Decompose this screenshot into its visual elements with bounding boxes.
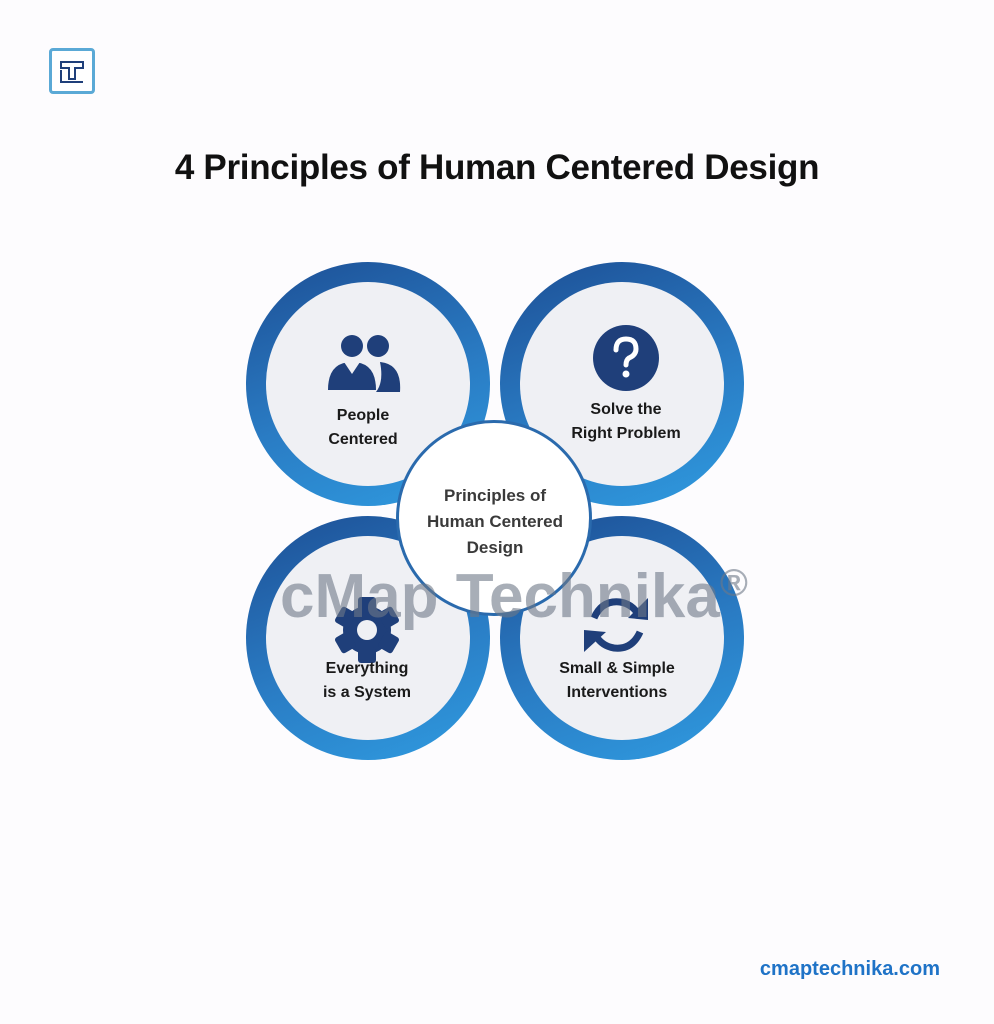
people-icon <box>328 335 401 392</box>
logo <box>49 48 95 94</box>
refresh-icon <box>584 598 648 652</box>
page-title: 4 Principles of Human Centered Design <box>174 148 820 187</box>
website-link[interactable]: cmaptechnika.com <box>759 958 940 980</box>
logo-icon <box>60 61 84 83</box>
watermark: cMap Technika® <box>280 562 748 631</box>
question-icon <box>593 325 659 391</box>
gear-icon <box>335 597 399 663</box>
